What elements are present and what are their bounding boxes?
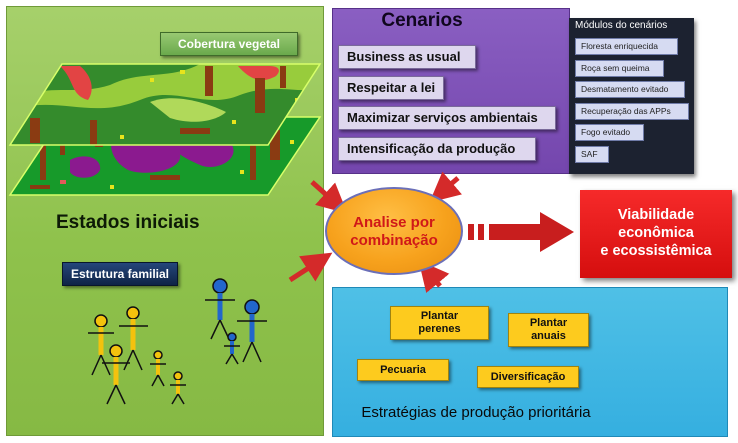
module-saf: SAF (575, 146, 609, 163)
arrow-to-result (468, 212, 574, 252)
scenario-business-as-usual: Business as usual (338, 45, 476, 69)
brown-strip-1 (40, 130, 46, 180)
scenario-respeitar-lei: Respeitar a lei (338, 76, 444, 100)
blue-figure-2 (237, 299, 267, 363)
module-recuperacao-apps: Recuperação das APPs (575, 103, 689, 120)
scenario-maximizar-servicos: Maximizar serviços ambientais (338, 106, 556, 130)
strategy-pecuaria: Pecuaria (357, 359, 449, 381)
yellow-figure-3 (102, 344, 130, 405)
family-figures (88, 278, 267, 405)
yellow-figure-2 (119, 306, 148, 371)
brown-strip-7 (30, 185, 50, 189)
combination-analysis-label: Analise por combinação (350, 214, 438, 249)
module-desmatamento-evitado: Desmatamento evitado (575, 81, 685, 98)
initial-states-label: Estados iniciais (56, 212, 200, 233)
scenario-modules-title: Módulos do cenários (575, 20, 668, 31)
yellow-child-1 (150, 350, 166, 387)
brown-strip-5 (270, 130, 280, 160)
family-structure-label: Estrutura familial (62, 262, 178, 286)
brown-strip-4 (250, 125, 256, 180)
arrow-from-family (288, 252, 333, 283)
module-roca-sem-queima: Roça sem queima (575, 60, 664, 77)
yellow-child-2 (170, 371, 186, 405)
module-floresta-enriquecida: Floresta enriquecida (575, 38, 678, 55)
scenarios-title: Cenarios (381, 10, 463, 31)
scenario-intensificacao: Intensificação da produção (338, 137, 536, 161)
combination-analysis-node (325, 187, 463, 275)
vegetation-cover-label: Cobertura vegetal (160, 32, 298, 56)
yellow-figure-1 (88, 314, 114, 376)
arrow-from-maps (310, 180, 348, 214)
module-fogo-evitado: Fogo evitado (575, 124, 644, 141)
arrow-from-scenarios (429, 171, 462, 203)
blue-child (224, 332, 240, 365)
purple-patch-3 (70, 156, 101, 178)
vegetation-map-upper (10, 64, 320, 145)
viability-result-box: Viabilidade econômica e ecossistêmica (580, 190, 732, 278)
strategies-title: Estratégias de produção prioritária (361, 404, 591, 421)
arrow-from-strategies (418, 260, 450, 293)
strategy-diversificacao: Diversificação (477, 366, 579, 388)
brown-strip-6 (150, 175, 180, 180)
